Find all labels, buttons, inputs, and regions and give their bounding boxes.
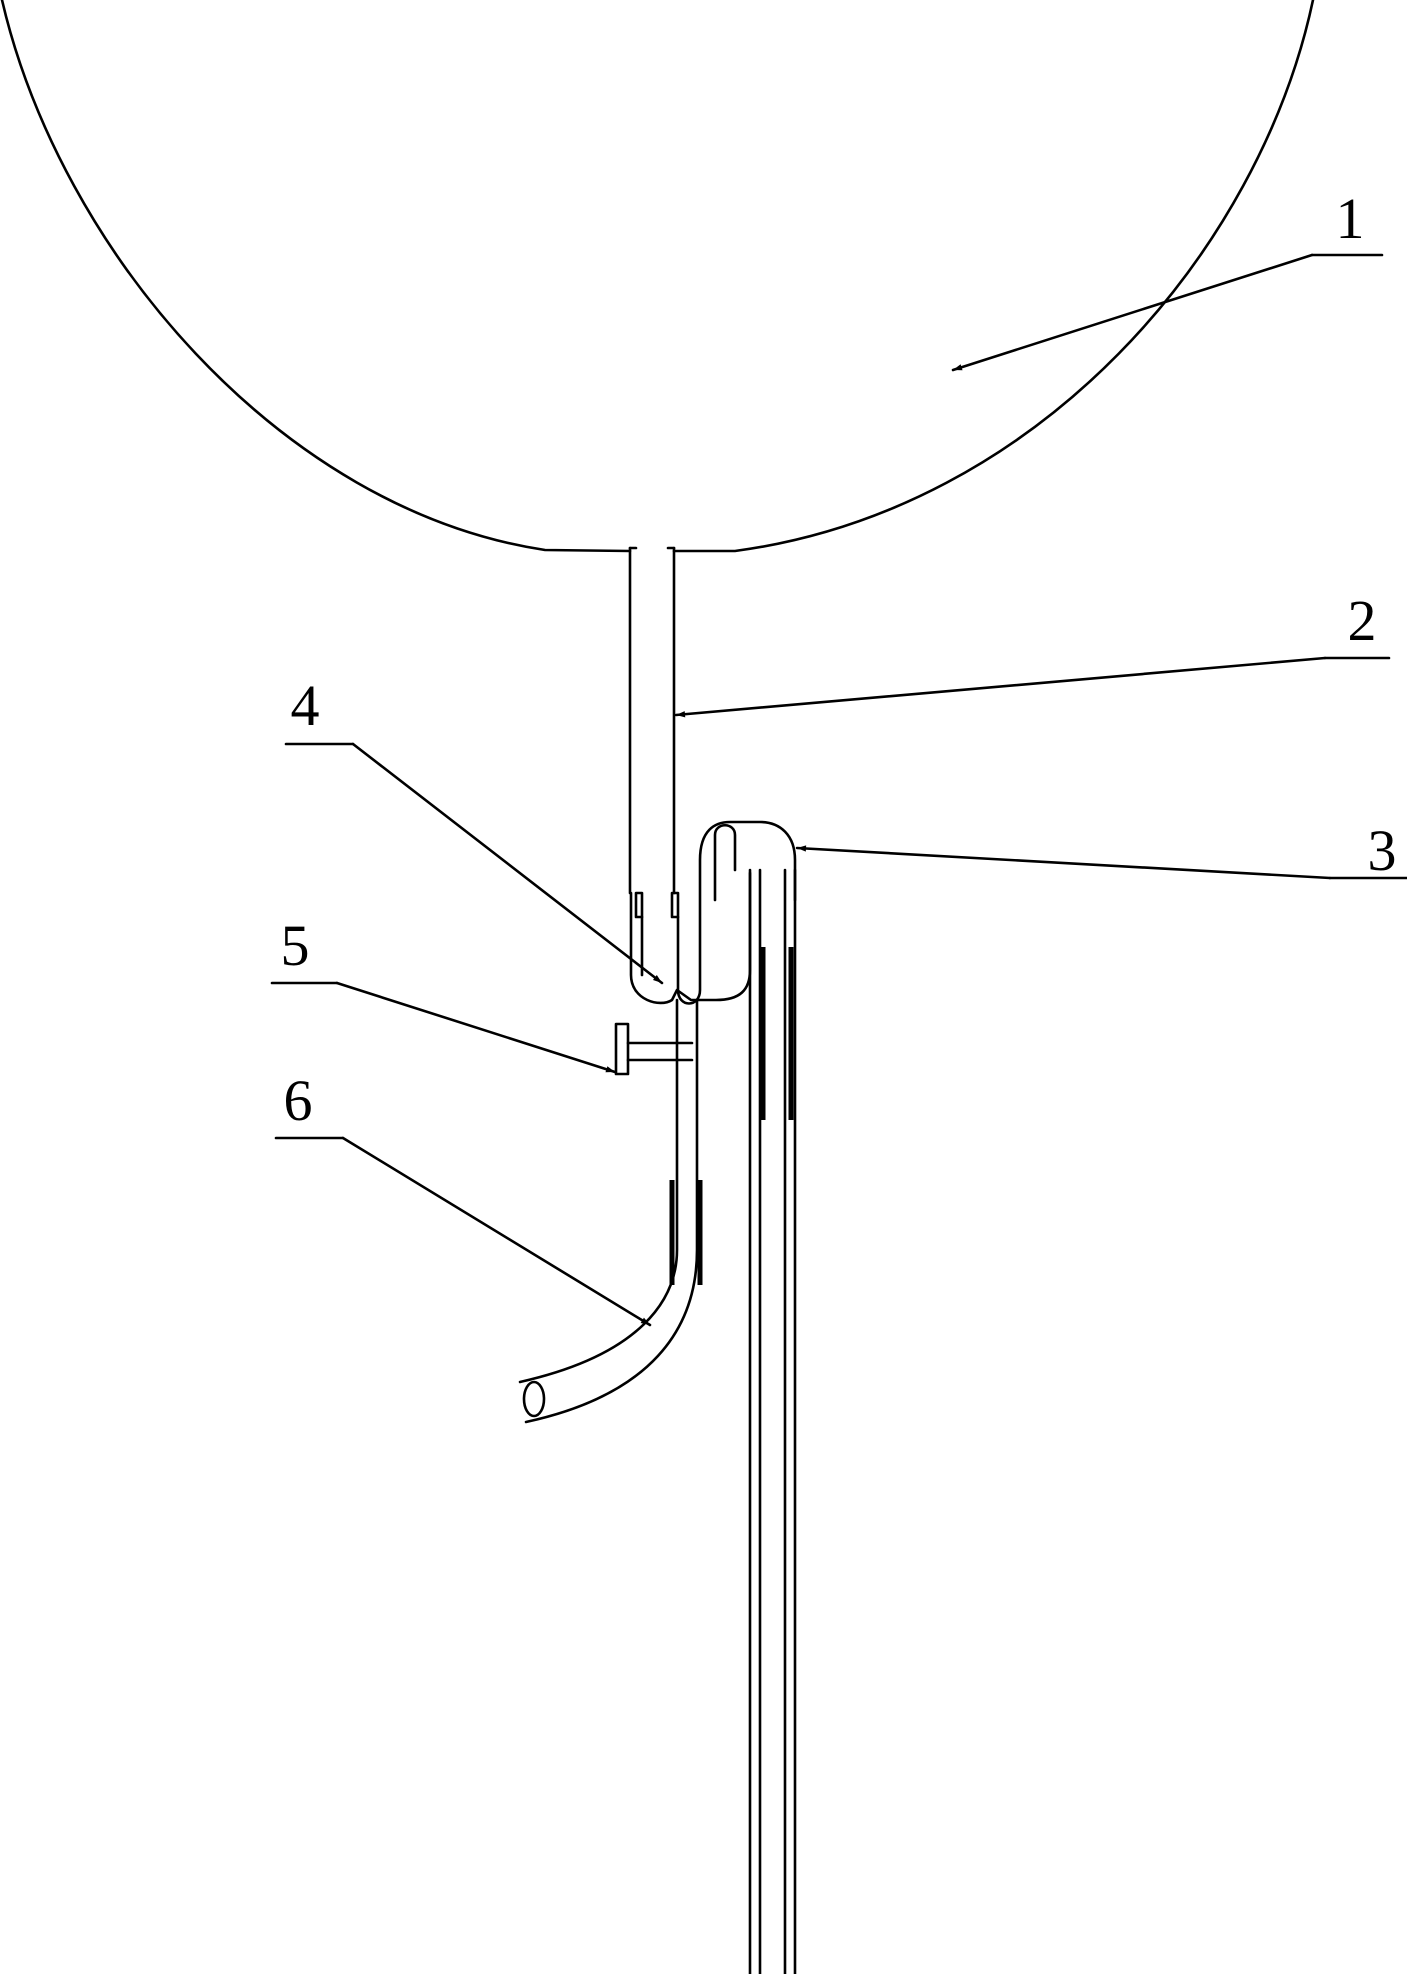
outlet-tube <box>518 998 703 1424</box>
bowl-right <box>672 0 1315 553</box>
leader-2 <box>674 656 1391 718</box>
leader-4 <box>284 742 664 985</box>
leader-6 <box>274 1136 652 1327</box>
callout-5: 5 <box>281 913 310 978</box>
callout-2: 2 <box>1348 588 1377 653</box>
junction <box>629 820 797 1005</box>
siphon-pipe <box>748 868 797 1974</box>
callout-6: 6 <box>284 1068 313 1133</box>
callout-1: 1 <box>1336 186 1365 251</box>
leader-1 <box>951 253 1384 372</box>
bowl <box>0 0 632 553</box>
leader-5 <box>270 981 617 1074</box>
leader-3 <box>795 845 1407 880</box>
callout-4: 4 <box>291 673 320 738</box>
callout-3: 3 <box>1368 818 1397 883</box>
side-valve <box>614 1022 694 1076</box>
pipe <box>628 546 680 919</box>
